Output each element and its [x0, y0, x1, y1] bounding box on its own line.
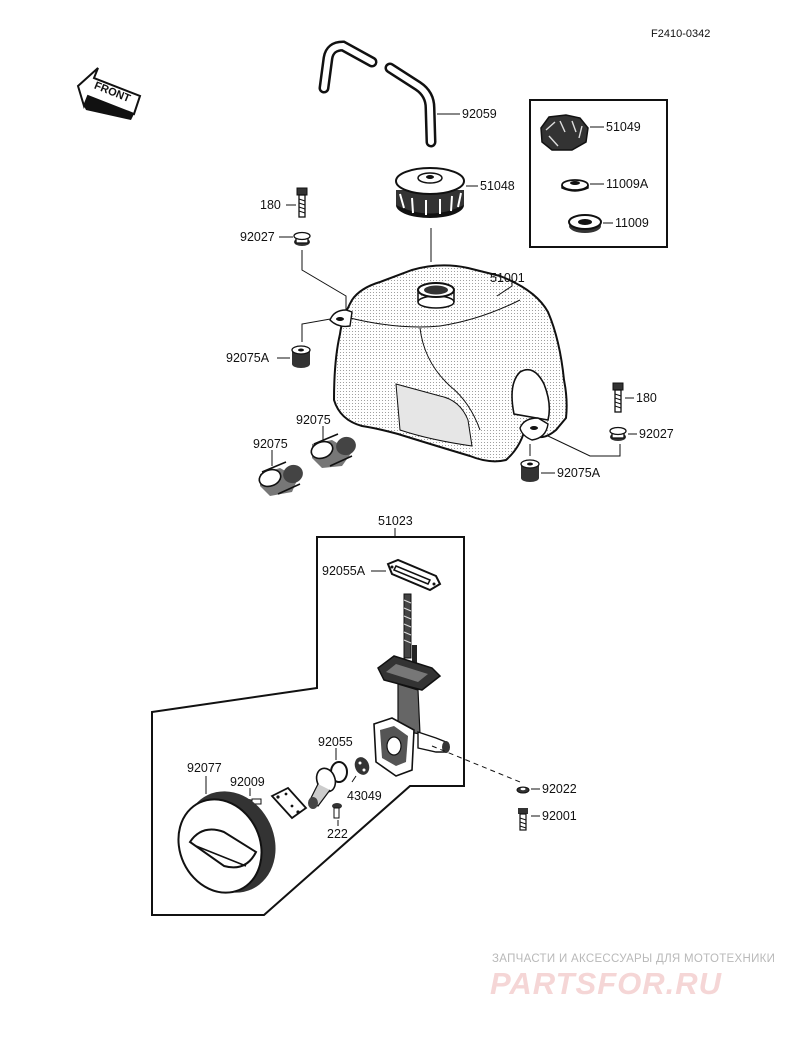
part-label-92059: 92059 — [462, 107, 497, 121]
part-label-51049: 51049 — [606, 120, 641, 134]
collar-92027-top — [293, 231, 311, 246]
watermark-logo: PARTSFOR.RU — [490, 966, 723, 1001]
bolt-180-top — [296, 187, 308, 218]
bolt-92001 — [518, 808, 528, 831]
fuel-cap — [395, 167, 465, 218]
part-label-51001: 51001 — [490, 271, 525, 285]
watermark-caption: ЗАПЧАСТИ И АКСЕССУАРЫ ДЛЯ МОТОТЕХНИКИ — [492, 953, 775, 965]
cap-gasket-11009 — [568, 214, 602, 233]
fuel-valve-assembly-box — [151, 536, 465, 916]
bolt-180-right — [612, 382, 624, 413]
collar-92027-right — [609, 426, 627, 441]
part-label-51023: 51023 — [378, 514, 413, 528]
damper-92075-upper — [310, 433, 356, 468]
cap-washer-11009A — [561, 179, 589, 192]
damper-92075-lower — [258, 461, 303, 496]
seal-43049 — [354, 757, 370, 775]
valve-plate — [270, 786, 308, 820]
grommet-92075A-left — [291, 345, 311, 368]
cap-nut-51049 — [540, 114, 589, 151]
part-label-43049: 43049 — [347, 789, 382, 803]
part-label-92055A: 92055A — [322, 564, 366, 578]
part-label-51048: 51048 — [480, 179, 515, 193]
gasket-92055A — [386, 558, 442, 592]
cap-detail-box — [529, 99, 668, 248]
part-label-92001: 92001 — [542, 809, 577, 823]
part-label-92075A-right: 92075A — [557, 466, 601, 480]
part-label-92077: 92077 — [187, 761, 222, 775]
washer-92022 — [516, 786, 530, 794]
fuel-petcock — [373, 593, 450, 777]
part-label-180-top: 180 — [260, 198, 281, 212]
part-label-180-right: 180 — [636, 391, 657, 405]
fuel-tank — [329, 264, 568, 463]
part-label-92075-upper: 92075 — [296, 413, 331, 427]
part-label-11009A: 11009A — [606, 177, 649, 191]
valve-knob-92077 — [177, 791, 276, 894]
diagram-code: F2410-0342 — [651, 28, 710, 40]
part-label-92075A-left: 92075A — [226, 351, 270, 365]
part-label-92009: 92009 — [230, 775, 265, 789]
part-label-11009: 11009 — [615, 216, 649, 230]
grommet-92075A-right — [520, 459, 540, 482]
front-arrow-icon: FRONT — [76, 67, 142, 120]
part-label-92055: 92055 — [318, 735, 353, 749]
part-label-92027-top: 92027 — [240, 230, 275, 244]
part-label-222: 222 — [327, 827, 348, 841]
breather-hose — [318, 40, 437, 148]
valve-lever-shaft — [308, 767, 337, 809]
part-label-92027-right: 92027 — [639, 427, 674, 441]
part-label-92075-lower: 92075 — [253, 437, 288, 451]
part-label-92022: 92022 — [542, 782, 577, 796]
screw-222 — [332, 803, 342, 819]
